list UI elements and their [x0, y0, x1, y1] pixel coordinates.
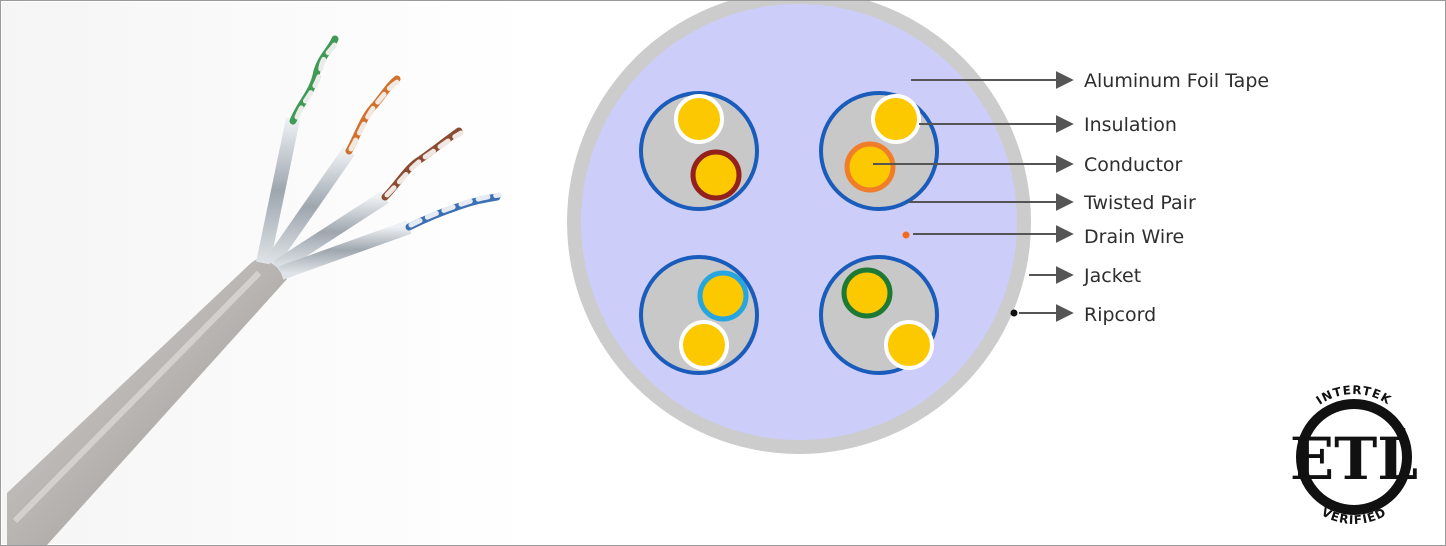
cable-cross-section	[567, 1, 1031, 454]
svg-text:VERIFIED: VERIFIED	[1319, 505, 1388, 527]
label-aluminum-foil-tape: Aluminum Foil Tape	[1084, 70, 1269, 92]
twisted-pair-brown	[639, 91, 759, 211]
twisted-pair-orange	[819, 91, 939, 211]
label-ripcord: Ripcord	[1084, 304, 1156, 326]
badge-bottom-text: VERIFIED	[1319, 505, 1387, 527]
foil-pair-blue	[278, 220, 412, 280]
callout-labels: Aluminum Foil Tape Insulation Conductor …	[1083, 70, 1269, 326]
foil-pair-green	[256, 117, 300, 265]
twisted-pair-green	[819, 255, 939, 375]
foil-core	[581, 4, 1017, 440]
label-drain-wire: Drain Wire	[1084, 226, 1184, 248]
label-insulation: Insulation	[1084, 114, 1177, 136]
etl-verified-logo: INTERTEK VERIFIED ETL CM	[1288, 383, 1420, 527]
badge-suffix: CM	[1395, 427, 1406, 435]
ripcord	[1010, 309, 1018, 317]
conductor-highlight	[844, 141, 896, 193]
label-jacket: Jacket	[1083, 265, 1141, 287]
badge-mark: ETL	[1290, 425, 1418, 493]
twisted-pair-blue	[639, 255, 759, 375]
foil-pair-orange	[265, 146, 355, 268]
label-conductor: Conductor	[1084, 154, 1183, 176]
label-twisted-pair: Twisted Pair	[1083, 192, 1196, 214]
callout-arrows	[873, 71, 1074, 322]
cable-photo	[7, 35, 502, 545]
foil-pair-brown	[273, 191, 389, 273]
drain-wire	[902, 231, 910, 239]
cable-jacket	[7, 257, 287, 545]
